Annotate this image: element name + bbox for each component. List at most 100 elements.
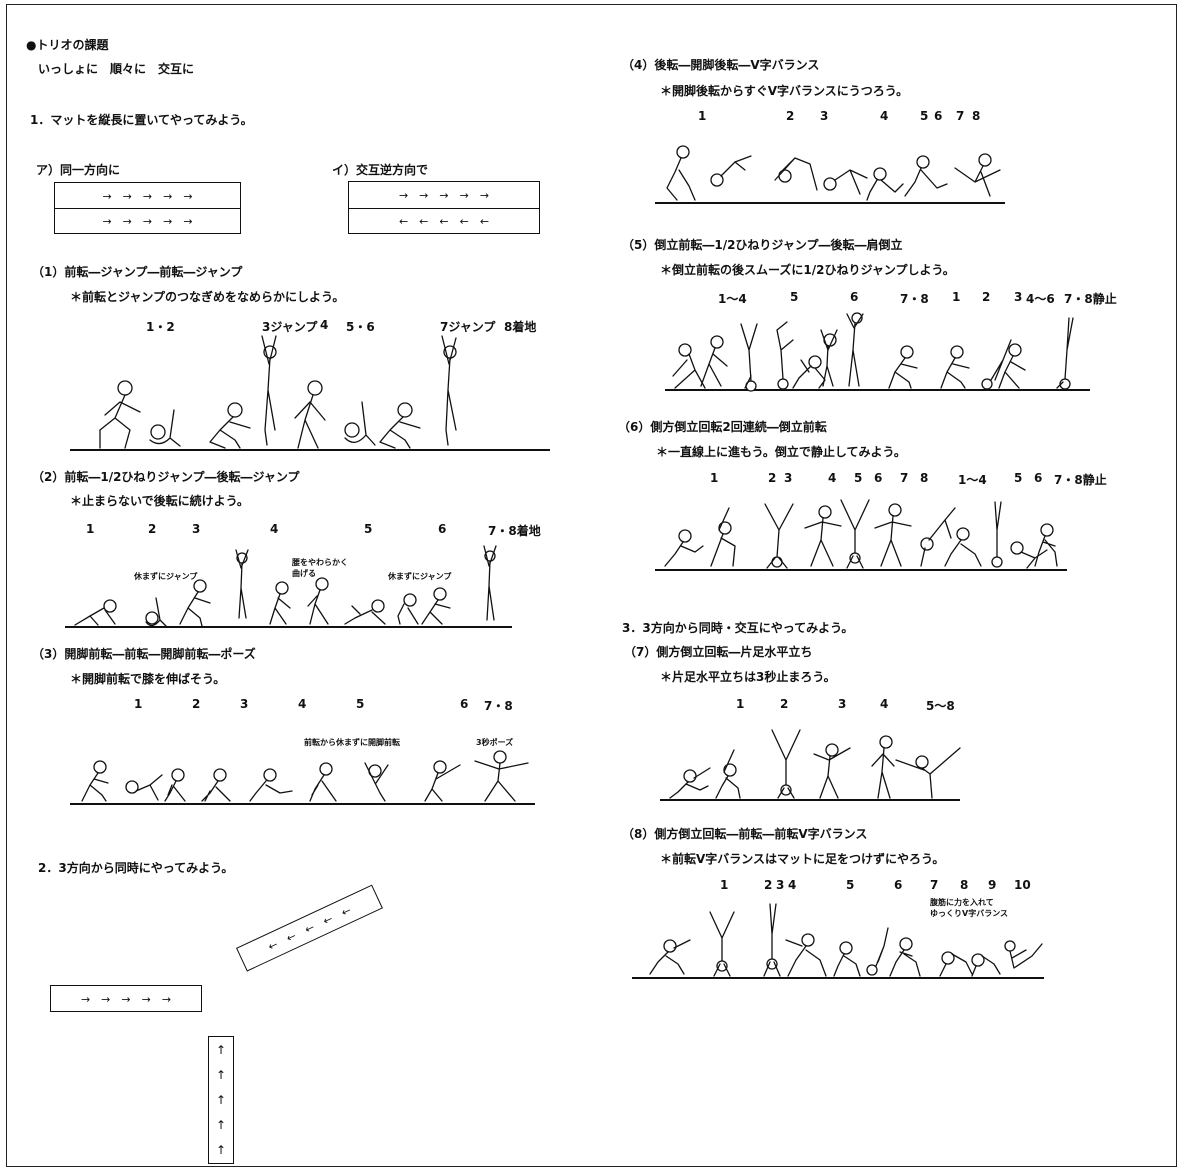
exercise-2-title: （2）前転―1/2ひねりジャンプ―後転―ジャンプ — [32, 470, 300, 484]
step-number: 4 — [880, 697, 889, 711]
step-number: 5 — [364, 522, 373, 536]
exercise-7-title: （7）側方倒立回転―片足水平立ち — [624, 645, 813, 659]
step-number: 7ジャンプ — [440, 320, 496, 334]
step-number: 7 — [956, 109, 965, 123]
step-number: 7 — [900, 471, 909, 485]
step-number: 1 — [952, 290, 961, 304]
step-number: 8着地 — [504, 320, 537, 334]
exercise-7-numbers: 1 2 3 4 5～8 — [0, 697, 1183, 713]
exercise-3-annotation-2: 3秒ポーズ — [476, 738, 514, 747]
page-title: ●トリオの課題 — [26, 38, 109, 52]
exercise-3-title: （3）開脚前転―前転―開脚前転―ポーズ — [32, 647, 256, 661]
step-number: 7・8静止 — [1054, 473, 1107, 487]
step-number: 7・8 — [484, 699, 513, 713]
exercise-3-numbers: 1 2 3 4 5 6 7・8 — [0, 697, 560, 713]
step-number: 7・8着地 — [488, 524, 541, 538]
exercise-1-numbers: 1・2 3ジャンプ 4 5・6 7ジャンプ 8着地 — [0, 318, 560, 334]
exercise-8-figure — [632, 900, 1052, 985]
exercise-3-annotation-1: 前転から休まずに開脚前転 — [304, 738, 400, 747]
step-number: 3ジャンプ — [262, 320, 318, 334]
step-number: 5 — [846, 878, 855, 892]
mat-b-bottom-lane: ← ← ← ← ← — [349, 207, 539, 234]
step-number: 2 — [780, 697, 789, 711]
exercise-8-note: ＊前転V字バランスはマットに足をつけずにやろう。 — [660, 852, 945, 866]
exercise-6-note: ＊一直線上に進もう。倒立で静止してみよう。 — [656, 445, 906, 459]
step-number: 1～4 — [718, 292, 747, 306]
mat-a-top-lane: → → → → → — [102, 189, 193, 203]
step-number: 8 — [960, 878, 969, 892]
step-number: 3 — [820, 109, 829, 123]
step-number: 4 — [788, 878, 797, 892]
step-number: 2 — [982, 290, 991, 304]
step-number: 3 — [192, 522, 201, 536]
section-1-heading: 1．マットを縦長に置いてやってみよう。 — [30, 113, 253, 127]
step-number: 3 — [776, 878, 785, 892]
exercise-5-numbers: 1～4 5 6 7・8 1 2 3 4～6 7・8静止 — [0, 290, 1183, 306]
exercise-8-numbers: 1 2 3 4 5 6 7 8 9 10 — [0, 878, 1183, 894]
step-number: 4 — [298, 697, 307, 711]
step-number: 1～4 — [958, 473, 987, 487]
step-number: 6 — [934, 109, 943, 123]
step-number: 4 — [320, 318, 329, 332]
step-number: 5 — [356, 697, 365, 711]
exercise-8-annotation-1: 腹筋に力を入れて — [930, 898, 994, 907]
step-number: 6 — [894, 878, 903, 892]
up-arrow: ↑ — [215, 1092, 227, 1107]
step-number: 5 — [790, 290, 799, 304]
step-number: 1 — [86, 522, 95, 536]
step-number: 8 — [972, 109, 981, 123]
exercise-2-annotation-2b: 曲げる — [292, 569, 316, 578]
exercise-3-figure — [70, 745, 540, 810]
step-number: 4 — [880, 109, 889, 123]
mat-b-top-lane: → → → → → — [398, 188, 490, 202]
up-arrow: ↑ — [215, 1067, 227, 1082]
step-number: 6 — [460, 697, 469, 711]
step-number: 7 — [930, 878, 939, 892]
step-number: 2 — [768, 471, 777, 485]
step-number: 6 — [850, 290, 859, 304]
exercise-7-note: ＊片足水平立ちは3秒止まろう。 — [660, 670, 836, 684]
exercise-2-note: ＊止まらないで後転に続けよう。 — [70, 494, 249, 508]
exercise-5-figure — [665, 310, 1095, 395]
step-number: 3 — [1014, 290, 1023, 304]
exercise-1-note: ＊前転とジャンプのつなぎめをなめらかにしよう。 — [70, 290, 345, 304]
exercise-6-figure — [655, 490, 1075, 575]
exercise-2-numbers: 1 2 3 4 5 6 7・8着地 — [0, 522, 560, 538]
step-number: 7・8 — [900, 292, 929, 306]
up-arrow: ↑ — [215, 1118, 227, 1133]
step-number: 1・2 — [146, 320, 175, 334]
exercise-5-note: ＊倒立前転の後スムーズに1/2ひねりジャンプしよう。 — [660, 263, 955, 277]
exercise-2-annotation-3: 休まずにジャンプ — [388, 572, 452, 581]
step-number: 1 — [710, 471, 719, 485]
step-number: 1 — [736, 697, 745, 711]
mat-b-label: イ）交互逆方向で — [332, 163, 429, 177]
mat-2-horizontal-lane: → → → → → — [80, 992, 172, 1006]
exercise-2-figure — [60, 538, 520, 633]
step-number: 2 — [764, 878, 773, 892]
page-subtitle: いっしょに 順々に 交互に — [38, 62, 195, 76]
exercise-8-annotation-2: ゆっくりV字バランス — [930, 909, 1009, 918]
step-number: 7・8静止 — [1064, 292, 1117, 306]
step-number: 1 — [698, 109, 707, 123]
step-number: 2 — [148, 522, 157, 536]
exercise-2-annotation-2: 腰をやわらかく — [292, 558, 348, 567]
mat-a-bottom-lane: → → → → → — [55, 208, 240, 233]
step-number: 8 — [920, 471, 929, 485]
step-number: 5 — [920, 109, 929, 123]
exercise-7-figure — [660, 720, 970, 805]
step-number: 6 — [1034, 471, 1043, 485]
exercise-6-title: （6）側方倒立回転2回連続―倒立前転 — [618, 420, 827, 434]
exercise-6-numbers: 1 2 3 4 5 6 7 8 1～4 5 6 7・8静止 — [0, 471, 1183, 487]
exercise-4-figure — [655, 140, 1015, 210]
mat-a-diagram: → → → → → → → → → → — [54, 182, 241, 234]
exercise-1-figure — [70, 330, 550, 455]
exercise-8-title: （8）側方倒立回転―前転―前転V字バランス — [622, 827, 868, 841]
step-number: 5・6 — [346, 320, 375, 334]
mat-2-vertical: ↑ ↑ ↑ ↑ ↑ — [208, 1036, 234, 1164]
step-number: 10 — [1014, 878, 1031, 892]
step-number: 5 — [1014, 471, 1023, 485]
up-arrow: ↑ — [215, 1143, 227, 1158]
step-number: 4 — [828, 471, 837, 485]
step-number: 4～6 — [1026, 292, 1055, 306]
step-number: 9 — [988, 878, 997, 892]
